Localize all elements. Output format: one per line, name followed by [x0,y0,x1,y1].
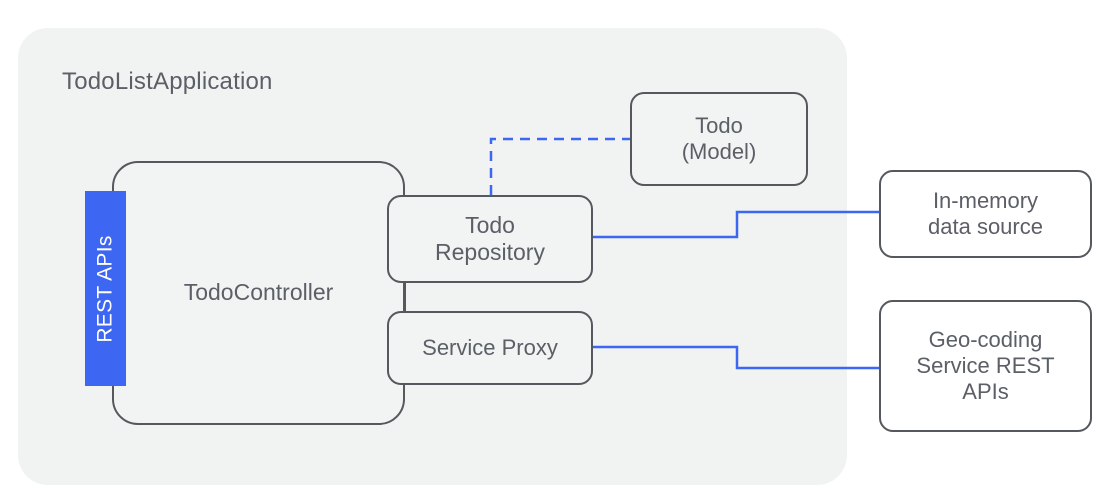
node-in-memory-data-source[interactable]: In-memory data source [879,170,1092,258]
container-title: TodoListApplication [62,68,273,95]
node-service-proxy[interactable]: Service Proxy [387,311,593,385]
node-todo-model[interactable]: Todo (Model) [630,92,808,186]
node-todo-repository[interactable]: Todo Repository [387,195,593,283]
node-geo-coding-service[interactable]: Geo-coding Service REST APIs [879,300,1092,432]
node-todo-controller[interactable]: TodoController [112,161,405,425]
node-rest-apis[interactable]: REST APIs [85,191,126,386]
rest-apis-label: REST APIs [93,234,117,343]
